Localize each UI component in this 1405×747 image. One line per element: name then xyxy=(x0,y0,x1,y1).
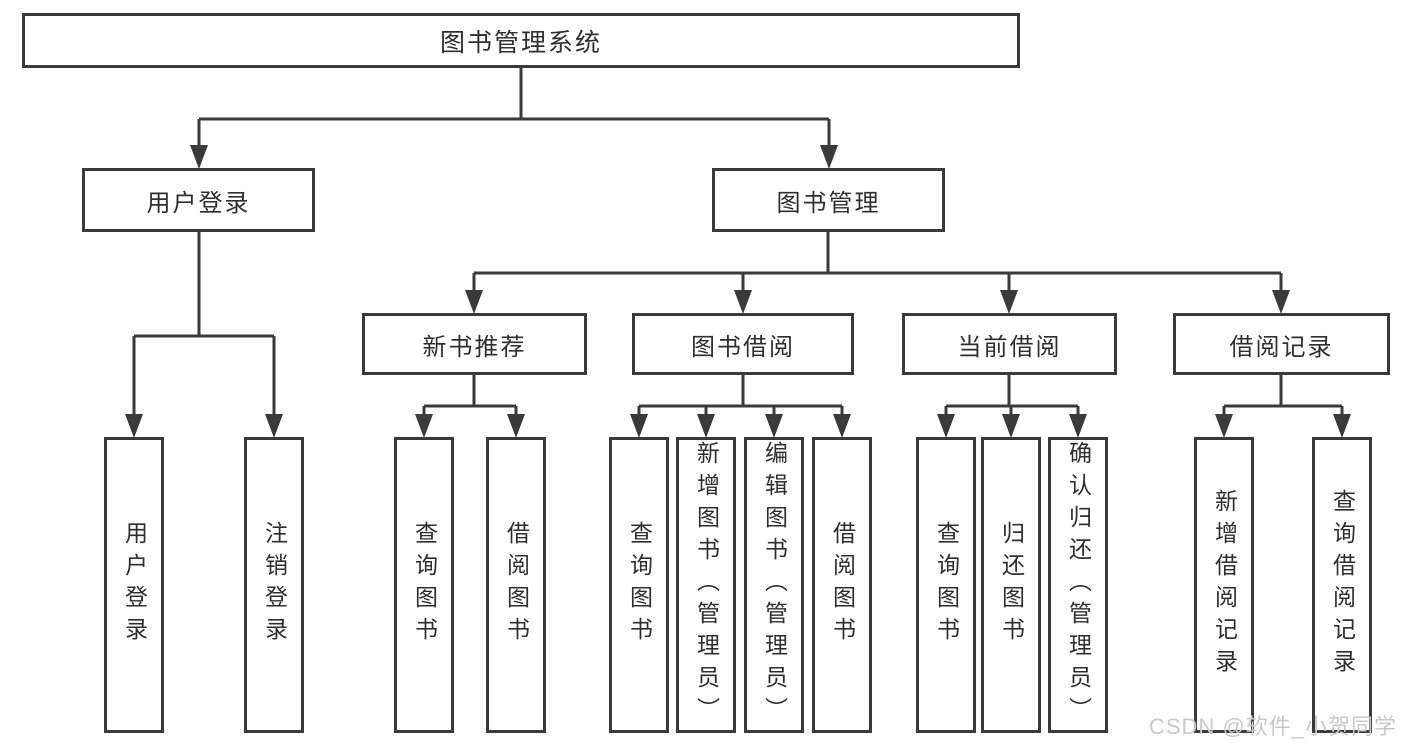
node-current-borrowing-label: 当前借阅 xyxy=(957,333,1062,361)
node-borrowing-records: 借阅记录 xyxy=(1173,313,1390,375)
leaf-query-books-borrowing-label: 查询图书 xyxy=(626,521,653,649)
leaf-query-books-current: 查询图书 xyxy=(916,437,976,733)
node-new-book-recommendation: 新书推荐 xyxy=(362,313,587,375)
leaf-add-books-admin-label: 新增图书（管理员） xyxy=(693,441,720,729)
leaf-query-books-borrowing: 查询图书 xyxy=(609,437,669,733)
node-book-borrowing-label: 图书借阅 xyxy=(691,333,795,361)
leaf-user-login-label: 用户登录 xyxy=(121,521,148,649)
leaf-borrow-books-recommend-label: 借阅图书 xyxy=(503,521,530,649)
node-book-management-label: 图书管理 xyxy=(776,189,881,217)
node-user-login-label: 用户登录 xyxy=(146,189,251,217)
leaf-return-books: 归还图书 xyxy=(981,437,1041,733)
leaf-borrow-books-recommend: 借阅图书 xyxy=(486,437,546,733)
leaf-edit-books-admin-label: 编辑图书（管理员） xyxy=(761,441,788,729)
leaf-query-borrow-record: 查询借阅记录 xyxy=(1312,437,1372,733)
leaf-return-books-label: 归还图书 xyxy=(998,521,1025,649)
node-root: 图书管理系统 xyxy=(22,13,1020,68)
leaf-user-login: 用户登录 xyxy=(104,437,164,733)
leaf-add-borrow-record-label: 新增借阅记录 xyxy=(1211,489,1238,681)
arrowheads xyxy=(125,145,1351,438)
leaf-add-borrow-record: 新增借阅记录 xyxy=(1194,437,1254,733)
leaf-confirm-return-admin: 确认归还（管理员） xyxy=(1048,437,1108,733)
leaf-logout-login-label: 注销登录 xyxy=(261,521,288,649)
leaf-query-books-recommend: 查询图书 xyxy=(394,437,454,733)
node-borrowing-records-label: 借阅记录 xyxy=(1229,333,1334,361)
node-book-management: 图书管理 xyxy=(712,168,945,232)
leaf-query-books-current-label: 查询图书 xyxy=(933,521,960,649)
leaf-borrow-books-borrowing: 借阅图书 xyxy=(812,437,872,733)
leaf-edit-books-admin: 编辑图书（管理员） xyxy=(744,437,804,733)
node-current-borrowing: 当前借阅 xyxy=(902,313,1117,375)
watermark: CSDN @软件_小贺同学 xyxy=(1148,714,1397,739)
node-new-book-recommendation-label: 新书推荐 xyxy=(422,333,527,361)
leaf-confirm-return-admin-label: 确认归还（管理员） xyxy=(1065,441,1092,729)
node-root-label: 图书管理系统 xyxy=(439,28,602,57)
node-user-login: 用户登录 xyxy=(82,168,315,232)
leaf-query-books-recommend-label: 查询图书 xyxy=(411,521,438,649)
node-book-borrowing: 图书借阅 xyxy=(632,313,854,375)
leaf-query-borrow-record-label: 查询借阅记录 xyxy=(1329,489,1356,681)
leaf-logout-login: 注销登录 xyxy=(244,437,304,733)
leaf-borrow-books-borrowing-label: 借阅图书 xyxy=(829,521,856,649)
leaf-add-books-admin: 新增图书（管理员） xyxy=(676,437,736,733)
